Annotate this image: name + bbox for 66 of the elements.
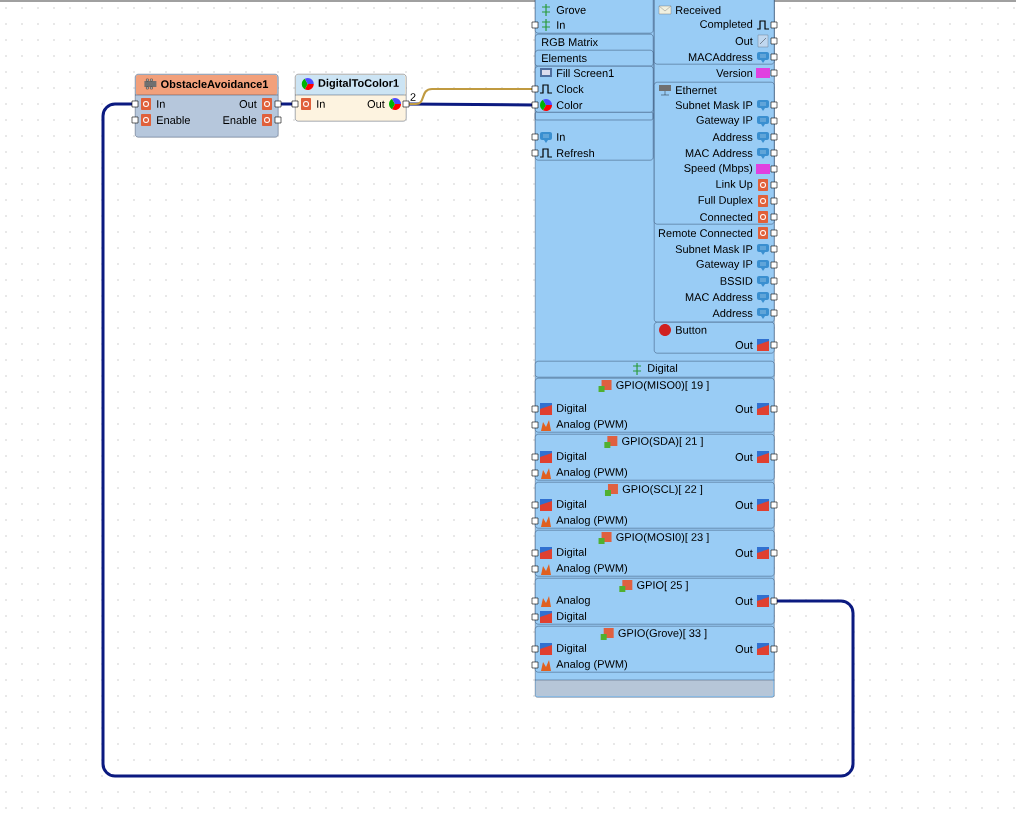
connection-wire: [101, 102, 855, 778]
pin-label: Digital: [557, 611, 587, 623]
component-title: Fill Screen1: [557, 68, 614, 78]
pin-label: Out: [735, 645, 753, 653]
pin-label: Enable: [223, 115, 257, 125]
pin-label: Connected: [700, 212, 753, 222]
pin-label: Refresh: [557, 148, 594, 158]
pin-label: Enable: [157, 115, 190, 125]
pin-label: Subnet Mask IP: [675, 244, 753, 254]
pin-label: Clock: [556, 84, 584, 94]
component-title: Digital: [648, 363, 678, 375]
pin-label: Analog (PWM): [556, 515, 628, 527]
component-title: GPIO[ 25 ]: [637, 580, 688, 592]
component-title: GPIO(SDA)[ 21 ]: [622, 436, 703, 448]
pin-label: Digital: [557, 643, 587, 655]
pin-label: Version: [716, 68, 753, 78]
component-title: Received: [676, 5, 721, 15]
pin-label: Digital: [557, 499, 587, 511]
connection-count: 2: [410, 93, 416, 101]
pin-label: Out: [735, 341, 753, 349]
component-title: Ethernet: [676, 85, 717, 95]
pin-label: Link Up: [716, 179, 753, 191]
pin-label: In: [317, 100, 325, 108]
pin-label: MAC Address: [685, 148, 753, 158]
pin-label: Speed (Mbps): [684, 163, 753, 175]
pin-label: Remote Connected: [658, 228, 753, 238]
pin-label: BSSID: [720, 277, 753, 285]
pin-label: Gateway IP: [696, 260, 753, 270]
pin-label: Digital: [557, 403, 587, 415]
pin-label: Out: [735, 501, 753, 509]
component-title: GPIO(SCL)[ 22 ]: [622, 484, 703, 496]
pin-label: Analog (PWM): [556, 563, 628, 575]
pin-label: Digital: [557, 547, 587, 559]
pin-label: In: [557, 21, 565, 29]
pin-label: Analog: [556, 595, 590, 607]
component-title: RGB Matrix: [542, 37, 598, 47]
pin-label: Out: [239, 100, 257, 108]
pin-label: MACAddress: [688, 52, 753, 62]
pin-label: Color: [556, 100, 583, 110]
pin-label: In: [557, 133, 565, 141]
pin-label: Analog (PWM): [556, 659, 628, 671]
pin-label: Address: [712, 308, 753, 318]
pin-label: Out: [367, 100, 385, 108]
pin-label: Analog (PWM): [556, 467, 628, 479]
component-title: DigitalToColor1: [318, 78, 399, 90]
pin-label: Completed: [700, 19, 753, 31]
pin-label: Analog (PWM): [556, 419, 628, 431]
component-title: GPIO(MISO0)[ 19 ]: [616, 380, 709, 392]
component-title: GPIO(Grove)[ 33 ]: [618, 628, 707, 640]
component-title: GPIO(MOSI0)[ 23 ]: [616, 532, 709, 544]
component-title: Button: [676, 326, 707, 334]
pin-label: Out: [735, 37, 753, 45]
pin-label: Out: [735, 597, 753, 605]
pin-label: Full Duplex: [698, 195, 753, 207]
pin-label: Address: [712, 132, 753, 142]
pin-label: Subnet Mask IP: [675, 100, 753, 110]
pin-label: Out: [735, 453, 753, 461]
pin-label: Gateway IP: [696, 116, 753, 126]
pin-label: Out: [735, 549, 753, 557]
component-title: Elements: [542, 53, 587, 63]
pin-label: In: [157, 100, 165, 108]
component-title: ObstacleAvoidance1: [161, 79, 269, 89]
pin-label: Out: [735, 405, 753, 413]
pin-label: Digital: [557, 451, 587, 463]
pin-label: MAC Address: [685, 292, 753, 302]
component-title: Grove: [556, 6, 586, 14]
